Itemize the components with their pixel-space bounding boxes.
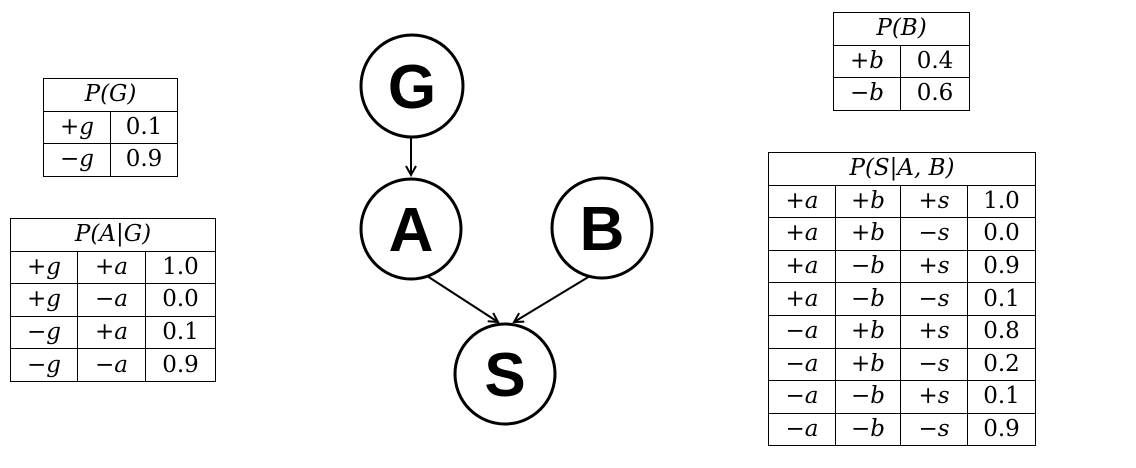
- table-cell: −s: [900, 412, 968, 447]
- table-cell: 0.0: [145, 283, 216, 317]
- table-cell: +b: [835, 314, 901, 349]
- table-title: P(S|A, B): [768, 152, 1036, 186]
- table-header-row: P(S|A, B): [768, 152, 1036, 186]
- table-cell: +a: [768, 217, 836, 251]
- node-b-label: B: [580, 195, 625, 264]
- table-cell: 0.2: [967, 347, 1036, 382]
- table-row: −a −b +s 0.1: [768, 380, 1036, 414]
- table-cell: +s: [900, 184, 968, 219]
- table-row: +g 0.1: [43, 110, 179, 145]
- table-cell: +a: [768, 184, 836, 219]
- node-a-label: A: [389, 196, 434, 265]
- table-row: −g +a 0.1: [10, 315, 216, 350]
- table-cell: −b: [835, 380, 901, 414]
- table-row: +a +b −s 0.0: [768, 217, 1036, 251]
- table-cell: +g: [43, 110, 111, 145]
- table-cell: 1.0: [967, 184, 1036, 219]
- table-cell: −a: [768, 380, 836, 414]
- table-p-g: P(G) +g 0.1 −g 0.9: [42, 78, 179, 177]
- table-cell: 1.0: [145, 250, 216, 285]
- table-cell: 0.9: [109, 143, 179, 177]
- node-s-circle: [453, 322, 557, 426]
- table-cell: −g: [10, 348, 78, 382]
- table-cell: +b: [835, 184, 901, 219]
- table-title: P(B): [832, 12, 971, 46]
- table-cell: 0.1: [109, 110, 179, 145]
- table-header-row: P(A|G): [10, 218, 216, 252]
- table-cell: −b: [833, 77, 901, 111]
- edge-b-to-s: [512, 275, 591, 324]
- table-cell: +b: [835, 347, 901, 382]
- table-row: +g +a 1.0: [10, 250, 216, 285]
- table-row: −a +b +s 0.8: [768, 314, 1036, 349]
- table-cell: −a: [77, 348, 146, 382]
- table-cell: +g: [10, 250, 78, 285]
- table-cell: 0.9: [967, 249, 1036, 284]
- node-b-circle: [550, 176, 654, 280]
- table-cell: +a: [77, 250, 146, 285]
- table-cell: 0.8: [967, 314, 1036, 349]
- table-row: +a +b +s 1.0: [768, 184, 1036, 219]
- table-row: +b 0.4: [833, 44, 971, 79]
- table-header-row: P(G): [42, 78, 179, 112]
- table-p-a-given-g: P(A|G) +g +a 1.0 +g −a 0.0 −g +a 0.1 −g …: [10, 218, 216, 382]
- table-title: P(G): [42, 78, 179, 112]
- table-title: P(A|G): [10, 218, 216, 252]
- table-row: −a −b −s 0.9: [768, 412, 1036, 447]
- edge-a-to-s: [423, 273, 500, 324]
- table-row: −g −a 0.9: [10, 348, 216, 382]
- table-cell: +a: [768, 282, 836, 316]
- table-row: −a +b −s 0.2: [768, 347, 1036, 382]
- table-cell: −g: [10, 315, 78, 350]
- table-cell: −a: [77, 283, 146, 317]
- table-cell: +g: [10, 283, 78, 317]
- table-row: −b 0.6: [833, 77, 971, 111]
- table-cell: 0.4: [899, 44, 971, 79]
- table-cell: −s: [900, 217, 968, 251]
- table-cell: −b: [835, 249, 901, 284]
- table-cell: −g: [43, 143, 111, 177]
- table-cell: −b: [835, 282, 901, 316]
- table-cell: 0.9: [967, 412, 1036, 447]
- table-cell: +a: [77, 315, 146, 350]
- table-cell: 0.9: [145, 348, 216, 382]
- table-cell: +s: [900, 314, 968, 349]
- table-cell: 0.6: [899, 77, 971, 111]
- table-cell: −a: [768, 314, 836, 349]
- node-a-circle: [359, 177, 463, 281]
- table-p-s-given-a-b: P(S|A, B) +a +b +s 1.0 +a +b −s 0.0 +a −…: [768, 152, 1036, 447]
- node-g-label: G: [388, 53, 436, 122]
- node-g-circle: [359, 33, 465, 139]
- table-p-b: P(B) +b 0.4 −b 0.6: [832, 12, 971, 111]
- table-row: +g −a 0.0: [10, 283, 216, 317]
- node-s-label: S: [484, 341, 525, 410]
- table-header-row: P(B): [832, 12, 971, 46]
- table-cell: 0.1: [145, 315, 216, 350]
- table-row: −g 0.9: [43, 143, 179, 177]
- table-cell: −a: [768, 412, 836, 447]
